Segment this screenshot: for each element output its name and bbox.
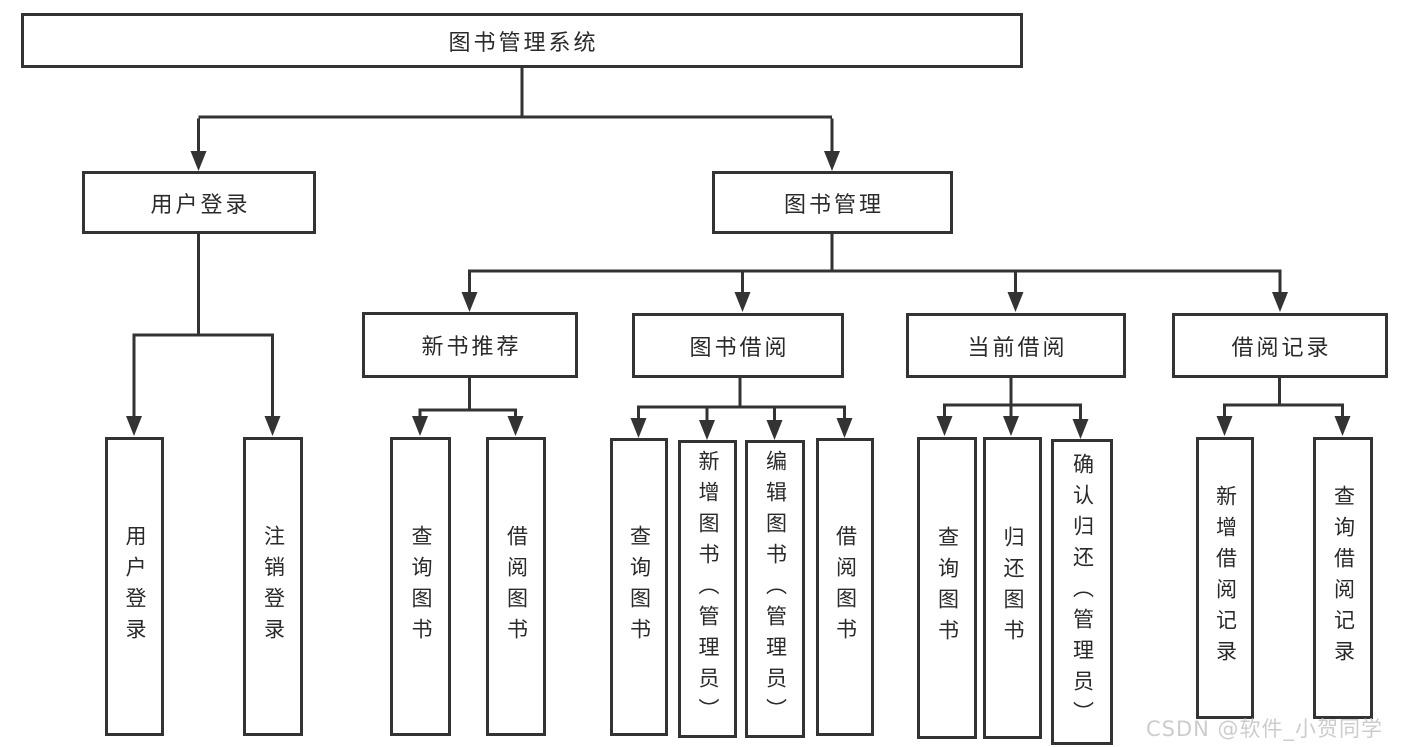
arrow-down-icon [1007,292,1024,312]
arrow-down-icon [264,416,281,436]
arrow-down-icon [630,418,647,438]
leaf-add-books-admin: 新增图书（管理员） [678,440,737,738]
leaf-user-login: 用户登录 [105,437,164,736]
leaf-query-books: 查询图书 [917,437,977,739]
arrow-down-icon [936,416,953,436]
leaf-edit-books-admin: 编辑图书（管理员） [745,440,805,738]
arrow-down-icon [507,416,524,436]
node-user-login: 用户登录 [82,171,316,234]
node-book-borrow: 图书借阅 [632,313,844,378]
leaf-query-borrow-record: 查询借阅记录 [1313,437,1373,719]
connector-userlogin-rail [132,333,274,421]
arrow-down-icon [734,292,751,312]
leaf-confirm-return-admin: 确认归还（管理员） [1051,439,1113,745]
connector-bookborrow-rail [637,405,846,424]
node-new-book-recommend: 新书推荐 [362,312,578,378]
arrow-down-icon [1216,416,1233,436]
arrow-down-icon [126,416,142,436]
leaf-add-borrow-record: 新增借阅记录 [1196,437,1254,719]
node-book-management: 图书管理 [712,171,953,234]
arrow-down-icon [766,420,783,440]
leaf-query-books: 查询图书 [390,437,451,736]
arrow-down-icon [190,151,207,171]
node-current-borrow: 当前借阅 [906,313,1126,378]
arrow-down-icon [836,418,853,438]
connector-borrowrecord-rail [1223,403,1344,420]
leaf-logout: 注销登录 [243,437,303,736]
arrow-down-icon [1003,416,1019,436]
leaf-borrow-books: 借阅图书 [486,437,546,736]
connector-level2-rail [468,269,1282,297]
arrow-down-icon [1334,416,1351,436]
leaf-return-books: 归还图书 [983,437,1042,739]
arrow-down-icon [1072,419,1089,439]
node-borrow-record: 借阅记录 [1172,313,1388,378]
arrow-down-icon [699,420,715,440]
arrowheads [126,151,1351,440]
csdn-watermark: CSDN @软件_小贺同学 [1146,717,1384,741]
connector-level1-rail [197,115,834,157]
connector-newbook-rail [418,408,517,422]
arrow-down-icon [412,416,428,436]
arrow-down-icon [461,292,478,312]
arrow-down-icon [1272,292,1288,312]
arrow-down-icon [824,151,840,171]
node-library-management-system: 图书管理系统 [21,13,1023,68]
leaf-query-books: 查询图书 [610,438,668,736]
leaf-borrow-books: 借阅图书 [816,438,874,736]
